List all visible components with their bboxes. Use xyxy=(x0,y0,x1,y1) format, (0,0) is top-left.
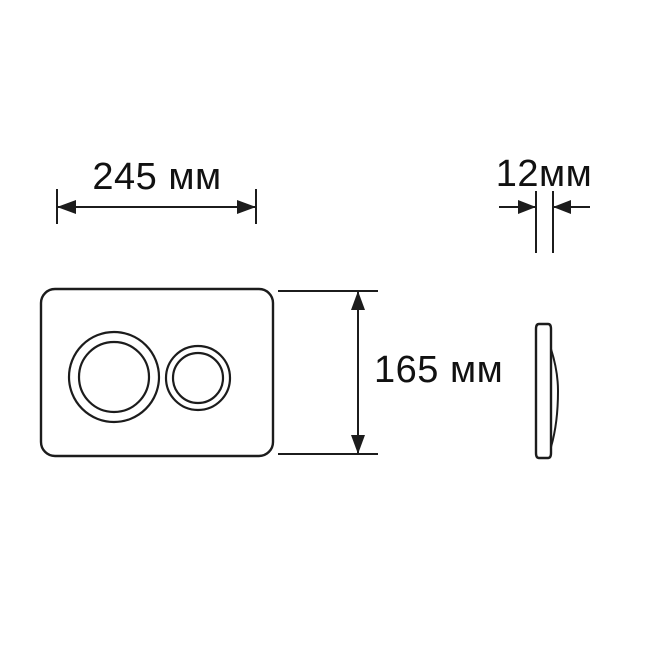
side-view-button-bulge xyxy=(550,348,560,448)
height-dimension-label: 165 мм xyxy=(374,349,504,391)
width-dim-arrow-left xyxy=(57,200,76,214)
small-flush-button-inner-ring xyxy=(171,351,225,405)
front-view-plate-outline xyxy=(39,287,275,458)
depth-dimension-label: 12мм xyxy=(495,153,593,195)
large-flush-button-inner-ring xyxy=(77,340,151,414)
side-view-profile xyxy=(534,322,553,460)
width-dimension-label: 245 мм xyxy=(92,156,222,198)
depth-dim-arrow-right xyxy=(553,200,571,214)
depth-dim-arrow-left xyxy=(518,200,536,214)
width-dim-arrow-right xyxy=(237,200,256,214)
small-flush-button-outer-ring xyxy=(164,344,232,412)
height-dim-arrow-bottom xyxy=(351,435,365,454)
large-flush-button-outer-ring xyxy=(67,330,161,424)
height-dim-arrow-top xyxy=(351,291,365,310)
